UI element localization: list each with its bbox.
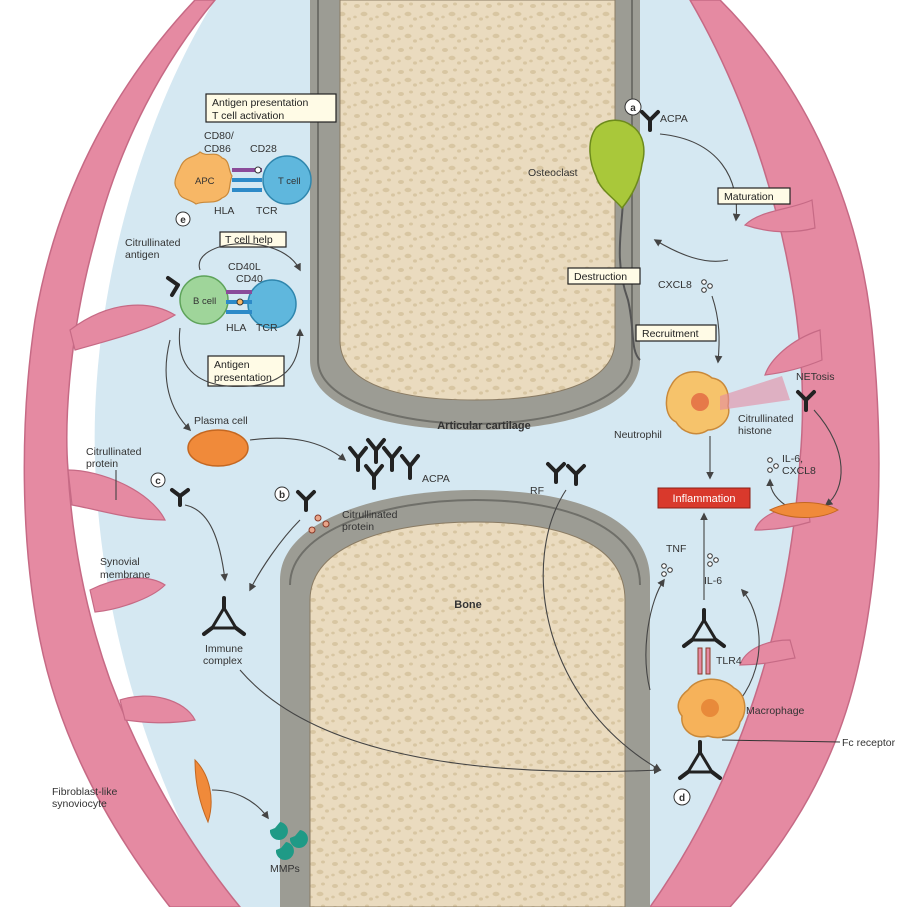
fls-label-1: Fibroblast-like bbox=[52, 786, 118, 798]
acpa-top-label: ACPA bbox=[660, 113, 688, 125]
rf-label: RF bbox=[530, 485, 544, 497]
il6-cxcl8-label-1: IL-6, bbox=[782, 453, 803, 465]
tcr-top-label: TCR bbox=[256, 205, 278, 217]
antigen-presentation-2-text-2: presentation bbox=[214, 372, 272, 384]
plasma-cell bbox=[188, 430, 248, 466]
citrullinated-histone-2: histone bbox=[738, 425, 772, 437]
inflammation-label: Inflammation bbox=[673, 493, 736, 505]
hla-top-label: HLA bbox=[214, 205, 234, 217]
bcell-tcell-receptors bbox=[226, 290, 252, 314]
b-cell-label: B cell bbox=[193, 296, 216, 307]
immune-complex-label-2: complex bbox=[203, 655, 243, 667]
fc-receptor-label: Fc receptor bbox=[842, 737, 896, 749]
t-cell-label: T cell bbox=[278, 176, 301, 187]
maturation-label: Maturation bbox=[724, 191, 774, 203]
destruction-label: Destruction bbox=[574, 271, 627, 283]
marker-e-label: e bbox=[180, 215, 186, 226]
fls-label-2: synoviocyte bbox=[52, 798, 107, 810]
synovial-membrane-label-1: Synovial bbox=[100, 556, 140, 568]
marker-a-label: a bbox=[630, 103, 636, 114]
osteoclast-label: Osteoclast bbox=[528, 167, 578, 179]
citrullinated-protein-center-1: Citrullinated bbox=[342, 509, 398, 521]
mmps-label: MMPs bbox=[270, 863, 300, 875]
antigen-presentation-2-text-1: Antigen bbox=[214, 359, 250, 371]
acpa-center-label: ACPA bbox=[422, 473, 450, 485]
tnf-label: TNF bbox=[666, 543, 686, 555]
cd80-label: CD80/ bbox=[204, 130, 234, 142]
antigen-presentation-text-2: T cell activation bbox=[212, 110, 284, 122]
apc-tcell-receptors bbox=[232, 167, 262, 192]
neutrophil-label: Neutrophil bbox=[614, 429, 662, 441]
citrullinated-antigen-1: Citrullinated bbox=[125, 237, 181, 249]
citrullinated-protein-left-2: protein bbox=[86, 458, 118, 470]
lower-bone bbox=[310, 522, 625, 907]
citrullinated-protein-center-2: protein bbox=[342, 521, 374, 533]
hla-bottom-label: HLA bbox=[226, 322, 246, 334]
synovial-membrane-label-2: membrane bbox=[100, 569, 150, 581]
antigen-presentation-text-1: Antigen presentation bbox=[212, 97, 308, 109]
cd28-label: CD28 bbox=[250, 143, 277, 155]
macrophage-label: Macrophage bbox=[746, 705, 805, 717]
apc-label: APC bbox=[195, 176, 215, 187]
il6-cxcl8-label-2: CXCL8 bbox=[782, 465, 816, 477]
t-cell-bottom bbox=[248, 280, 296, 328]
cxcl8-label: CXCL8 bbox=[658, 279, 692, 291]
bone-label: Bone bbox=[454, 599, 482, 611]
articular-cartilage-label: Articular cartilage bbox=[437, 420, 531, 432]
plasma-cell-label: Plasma cell bbox=[194, 415, 248, 427]
immune-complex-label-1: Immune bbox=[205, 643, 243, 655]
marker-b-label: b bbox=[279, 490, 285, 501]
tlr4-label: TLR4 bbox=[716, 655, 742, 667]
recruitment-label: Recruitment bbox=[642, 328, 699, 340]
upper-bone bbox=[340, 0, 615, 400]
marker-d-label: d bbox=[679, 793, 685, 804]
cd86-label: CD86 bbox=[204, 143, 231, 155]
marker-c-label: c bbox=[155, 476, 161, 487]
citrullinated-protein-left-1: Citrullinated bbox=[86, 446, 142, 458]
citrullinated-antigen-2: antigen bbox=[125, 249, 160, 261]
tlr4-receptor bbox=[698, 648, 702, 674]
il6-label: IL-6 bbox=[704, 575, 722, 587]
netosis-label: NETosis bbox=[796, 371, 835, 383]
tcr-bottom-label: TCR bbox=[256, 322, 278, 334]
cd40l-label: CD40L bbox=[228, 261, 261, 273]
citrullinated-histone-1: Citrullinated bbox=[738, 413, 794, 425]
